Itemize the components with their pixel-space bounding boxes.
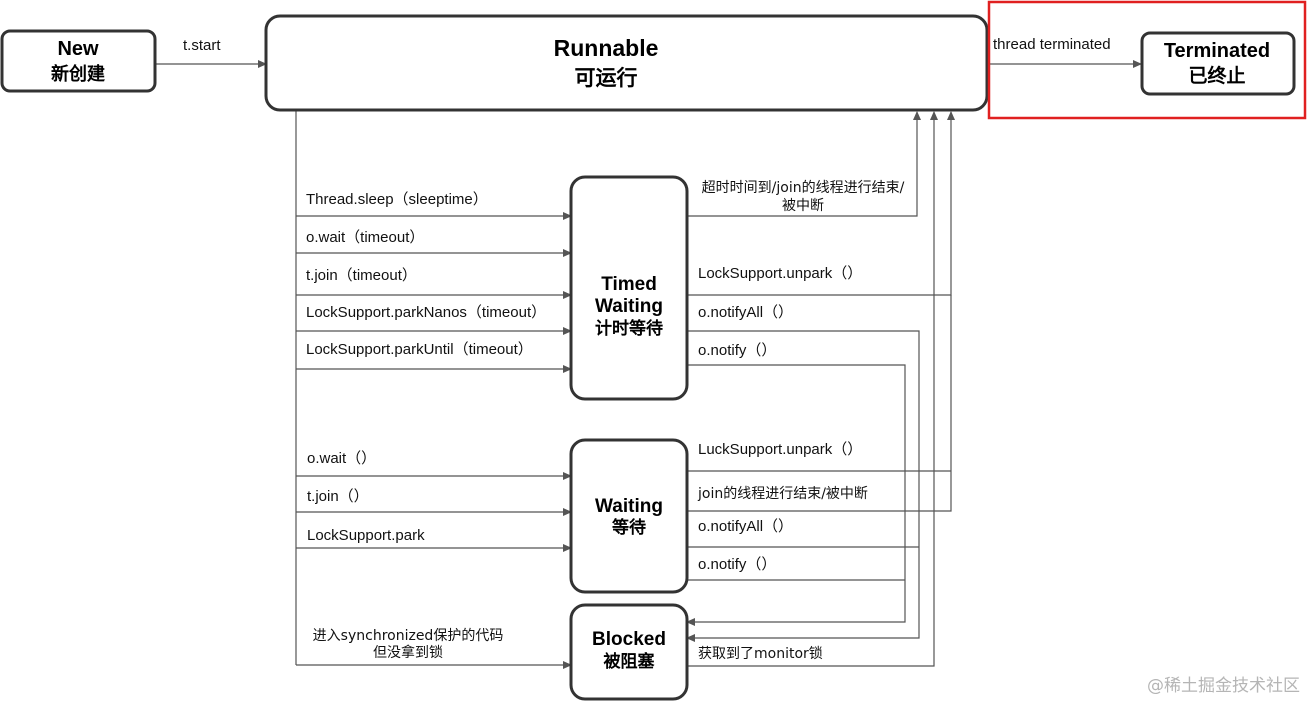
label-park: LockSupport.park xyxy=(307,527,425,544)
state-terminated-box xyxy=(1140,31,1296,96)
state-timed-waiting-en1: Timed xyxy=(601,274,657,295)
state-runnable-box xyxy=(264,14,989,112)
label-waiting-notify: o.notify（） xyxy=(698,556,776,573)
label-wait-timeout: o.wait（timeout） xyxy=(306,229,424,246)
state-terminated-cn: 已终止 xyxy=(1188,64,1245,87)
state-runnable-cn: 可运行 xyxy=(575,66,638,90)
state-new-box xyxy=(0,29,157,93)
state-timed-waiting-box xyxy=(569,175,689,401)
state-blocked-cn: 被阻塞 xyxy=(604,651,656,672)
label-timed-notify: o.notify（） xyxy=(698,342,776,359)
label-waiting-join-end: join的线程进行结束/被中断 xyxy=(697,486,868,502)
state-new-cn: 新创建 xyxy=(51,63,105,85)
state-waiting-box xyxy=(569,438,689,594)
state-new-en: New xyxy=(57,38,99,60)
label-waiting-notifyall: o.notifyAll（） xyxy=(698,518,793,535)
label-timed-unpark: LockSupport.unpark（） xyxy=(698,265,862,282)
state-runnable-en: Runnable xyxy=(554,35,659,61)
state-waiting-en: Waiting xyxy=(595,496,663,517)
state-timed-waiting-en2: Waiting xyxy=(595,296,663,317)
state-new: New 新创建 xyxy=(0,29,157,93)
return-timeout xyxy=(687,111,921,217)
label-t-start: t.start xyxy=(183,37,221,54)
state-terminated-en: Terminated xyxy=(1164,40,1270,62)
state-terminated: Terminated 已终止 xyxy=(1140,31,1296,96)
return-notifyall-to-blocked xyxy=(686,330,920,642)
label-monitor-lock: 获取到了monitor锁 xyxy=(698,646,823,662)
return-notify-to-blocked xyxy=(686,364,906,626)
state-blocked: Blocked 被阻塞 xyxy=(569,603,689,701)
label-timeout-1: 超时时间到/join的线程进行结束/ xyxy=(702,180,905,196)
label-wait: o.wait（） xyxy=(307,450,376,467)
label-to-blocked-2: 但没拿到锁 xyxy=(373,644,443,661)
terminated-highlight xyxy=(987,0,1307,120)
connectors xyxy=(155,60,1142,669)
state-waiting-cn: 等待 xyxy=(612,517,646,538)
label-parkuntil: LockSupport.parkUntil（timeout） xyxy=(306,341,533,358)
label-join: t.join（） xyxy=(307,488,369,505)
state-blocked-box xyxy=(569,603,689,701)
state-timed-waiting-cn: 计时等待 xyxy=(595,318,663,339)
return-join-end xyxy=(687,295,952,512)
transition-labels: t.start thread terminated Thread.sleep（s… xyxy=(183,36,1111,662)
label-join-timeout: t.join（timeout） xyxy=(306,267,417,284)
label-thread-terminated: thread terminated xyxy=(993,36,1111,53)
return-monitor-lock xyxy=(687,111,938,667)
state-runnable: Runnable 可运行 xyxy=(264,14,989,112)
label-timed-notifyall: o.notifyAll（） xyxy=(698,304,793,321)
label-parknanos: LockSupport.parkNanos（timeout） xyxy=(306,304,546,321)
label-sleep: Thread.sleep（sleeptime） xyxy=(306,191,488,208)
label-waiting-unpark: LuckSupport.unpark（） xyxy=(698,441,862,458)
state-blocked-en: Blocked xyxy=(592,629,666,650)
state-timed-waiting: Timed Waiting 计时等待 xyxy=(569,175,689,401)
watermark: @稀土掘金技术社区 xyxy=(1147,676,1300,696)
state-waiting: Waiting 等待 xyxy=(569,438,689,594)
label-timeout-2: 被中断 xyxy=(782,198,824,214)
label-to-blocked-1: 进入synchronized保护的代码 xyxy=(313,628,504,644)
